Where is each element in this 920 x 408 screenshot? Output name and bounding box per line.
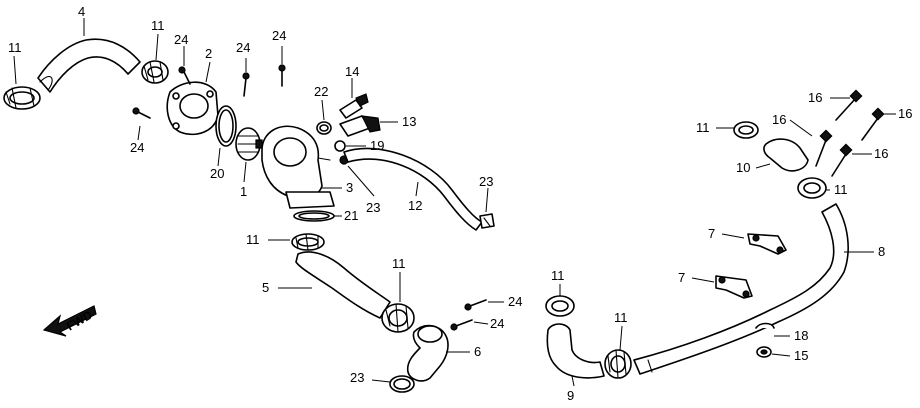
callout-20: 21 [344, 208, 358, 223]
hose-clamp-11-d [381, 303, 415, 333]
callout-10: 10 [736, 160, 750, 175]
callout-18: 19 [370, 138, 384, 153]
callout-24-f: 24 [490, 316, 504, 331]
callout-3: 3 [346, 180, 353, 195]
callout-9: 9 [567, 388, 574, 403]
callout-24-e: 24 [508, 294, 522, 309]
callout-23-a: 23 [366, 200, 380, 215]
callout-13: 13 [402, 114, 416, 129]
thermostat-cover-2 [166, 81, 219, 136]
fitting-18 [334, 140, 346, 152]
callout-23-b: 23 [479, 174, 493, 189]
callout-8: 8 [878, 244, 885, 259]
callout-11-b: 11 [151, 18, 165, 33]
bolt-24-a [178, 66, 191, 85]
hose-clamp-11-h [733, 121, 759, 139]
hose-clamp-11-a [3, 86, 41, 110]
callouts: 4 11 11 24 2 24 24 24 20 1 3 21 22 14 13… [8, 4, 912, 403]
o-ring-22 [389, 375, 415, 393]
bolt-24-b [242, 72, 250, 97]
callout-11-g: 11 [834, 182, 848, 197]
hose-clamp-11-f [604, 349, 632, 379]
bolt-24-c [278, 64, 286, 87]
callout-11-a: 11 [8, 40, 22, 55]
thermostat-housing-3 [261, 125, 335, 209]
bolt-24-f [450, 319, 473, 331]
gasket-20 [293, 210, 335, 222]
hose-clamp-23-b [479, 213, 495, 229]
callout-17: 18 [794, 328, 808, 343]
callout-16-a: 16 [808, 90, 822, 105]
hose-10 [763, 138, 809, 172]
hose-clamp-11-e [545, 295, 575, 317]
callout-5: 5 [262, 280, 269, 295]
o-ring-19 [215, 105, 237, 147]
bolt-24-d [132, 107, 151, 119]
collar-17 [755, 322, 775, 329]
callout-22: 23 [350, 370, 364, 385]
hose-clamp-11-b [141, 60, 169, 84]
switch-13 [339, 115, 381, 137]
callout-11-f: 11 [614, 310, 628, 325]
thermostat-1 [235, 127, 263, 161]
callout-7-a: 7 [708, 226, 715, 241]
callout-16-b: 16 [898, 106, 912, 121]
hose-clamp-11-g [797, 177, 827, 199]
bolt-16-b [861, 107, 885, 141]
bypass-hose-12 [343, 147, 483, 231]
hose-clamp-11-c [291, 233, 325, 251]
hose-5 [295, 251, 391, 319]
callout-7-b: 7 [678, 270, 685, 285]
callout-21: 22 [314, 84, 328, 99]
elbow-pipe-4 [406, 324, 449, 382]
callout-11-d: 11 [392, 256, 406, 271]
callout-11-h: 11 [696, 120, 710, 135]
bolt-16-c [815, 129, 833, 167]
bracket-7-a [747, 233, 787, 255]
callout-12: 12 [408, 198, 422, 213]
fwd-arrow: FWD [42, 305, 97, 337]
sensor-14 [339, 93, 369, 119]
callout-6: 4 [78, 4, 85, 19]
callout-24-c: 24 [272, 28, 286, 43]
hose-8 [633, 203, 849, 375]
o-ring-21 [316, 121, 332, 135]
callout-15: 15 [794, 348, 808, 363]
callout-14: 14 [345, 64, 359, 79]
callout-1: 1 [240, 184, 247, 199]
callout-11-e: 11 [551, 268, 565, 283]
bracket-7-b [715, 275, 753, 299]
callout-24-b: 24 [236, 40, 250, 55]
callout-19: 20 [210, 166, 224, 181]
callout-2: 2 [205, 46, 212, 61]
hose-6 [37, 38, 141, 93]
callout-24-a: 24 [174, 32, 188, 47]
callout-11-c: 11 [246, 232, 260, 247]
bolt-16-d [831, 143, 853, 177]
callout-16-d: 16 [874, 146, 888, 161]
callout-24-d: 24 [130, 140, 144, 155]
hose-9 [546, 323, 605, 379]
callout-4: 6 [474, 344, 481, 359]
callout-16-c: 16 [772, 112, 786, 127]
bolt-16-a [835, 89, 863, 121]
bolt-24-e [464, 299, 487, 311]
nut-15 [756, 346, 772, 358]
